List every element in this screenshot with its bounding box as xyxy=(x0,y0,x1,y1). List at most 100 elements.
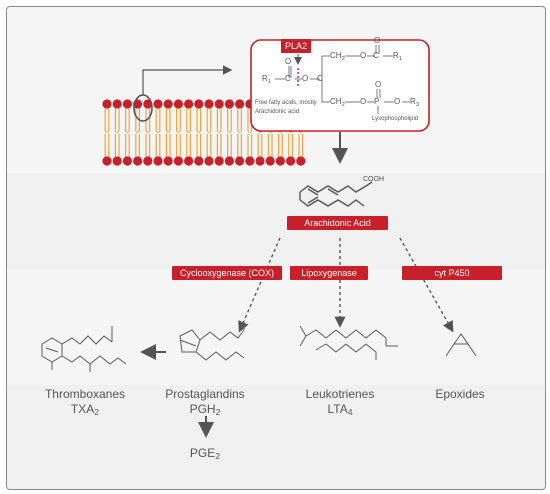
lipid-tail-bottom xyxy=(227,134,232,157)
arachidonic-band xyxy=(7,173,545,269)
lipid-tail-top xyxy=(227,108,232,131)
lipid-head-bottom xyxy=(153,156,163,166)
lipid-tail-wave xyxy=(104,130,304,133)
carbonyl-o-label: O xyxy=(285,57,292,66)
thromboxane-structure xyxy=(41,326,127,372)
lipid-head-bottom xyxy=(265,156,275,166)
leukotrienes-label: Leukotrienes xyxy=(305,387,375,401)
cyt-p450-label: cyt P450 xyxy=(402,266,502,280)
epoxides-label: Epoxides xyxy=(435,387,485,401)
lipid-head-top xyxy=(153,99,163,109)
branch-arrows xyxy=(238,237,454,333)
r1-label: R1 xyxy=(262,74,271,85)
lipid-head-bottom xyxy=(286,156,296,166)
o-phosphate-label: O xyxy=(375,80,382,89)
lipid-tail-top xyxy=(186,108,191,131)
free-fatty-acids-label: Free fatty acids, mostly xyxy=(255,100,317,106)
lipid-head-bottom xyxy=(184,156,194,166)
arachidonic-acid-structure xyxy=(299,181,373,207)
lipid-tail-bottom xyxy=(247,134,253,157)
lipid-head-top xyxy=(102,99,112,109)
lipid-head-top xyxy=(214,99,224,109)
lipid-tail-bottom xyxy=(145,134,151,157)
leukotriene-a4-structure xyxy=(299,325,398,360)
epoxide-structure xyxy=(445,333,477,357)
lipid-tail-top xyxy=(176,108,181,131)
o-top-label: O xyxy=(360,51,367,60)
ch2-bottom-label: CH2 xyxy=(330,97,345,108)
lipid-head-bottom xyxy=(102,156,112,166)
cyclooxygenase-label: Cyclooxygenase (COX) xyxy=(172,266,282,280)
lipid-head-top xyxy=(122,99,132,109)
lipid-head-top xyxy=(194,99,204,109)
arachidonic-acid-label: Arachidonic Acid xyxy=(287,216,388,230)
zoom-arrow xyxy=(142,65,233,95)
lipid-head-top xyxy=(112,99,122,109)
lipid-head-bottom xyxy=(235,156,245,166)
lipid-head-bottom xyxy=(255,156,265,166)
c-top-label: C xyxy=(373,51,379,60)
pge2-label: PGE2 xyxy=(189,446,221,461)
lipid-head-bottom xyxy=(214,156,224,166)
r1-right-label: R1 xyxy=(393,51,402,62)
lipid-head-top xyxy=(184,99,194,109)
lipoxygenase-label: Lipoxygenase xyxy=(290,266,368,280)
lipid-tail-bottom xyxy=(257,134,263,157)
ch2-top-label: CH2 xyxy=(330,51,345,62)
lipid-tail-top xyxy=(114,108,120,131)
lipid-head-bottom xyxy=(245,156,255,166)
lipid-tail-bottom xyxy=(125,134,130,157)
lipid-head-bottom xyxy=(275,156,285,166)
lipid-head-bottom xyxy=(143,156,153,166)
r3-label: R3 xyxy=(410,97,419,108)
lta4-label: LTA4 xyxy=(327,402,353,417)
glycerol-c-label: C xyxy=(317,74,323,83)
lipid-tail-bottom xyxy=(104,134,110,157)
lipid-tail-top xyxy=(237,108,242,131)
lipid-head-bottom xyxy=(173,156,183,166)
phospholipid-structure xyxy=(275,45,410,114)
lipid-tail-top xyxy=(155,108,161,131)
lipid-head-top xyxy=(224,99,234,109)
carbonyl-c-label: C xyxy=(285,74,291,83)
lipid-tail-bottom xyxy=(114,134,120,157)
lipid-tail-bottom xyxy=(298,134,304,157)
thromboxanes-label: Thromboxanes xyxy=(44,387,126,401)
p-label: P xyxy=(374,97,380,106)
lipid-tail-bottom xyxy=(278,134,283,157)
cooh-label: COOH xyxy=(363,176,384,183)
pla2-label: PLA2 xyxy=(281,39,311,53)
lipid-head-top xyxy=(204,99,214,109)
lipid-head-top xyxy=(173,99,183,109)
lipid-head-bottom xyxy=(112,156,122,166)
lipid-tail-bottom xyxy=(206,134,212,157)
lipid-tail-bottom xyxy=(196,134,202,157)
lipid-head-bottom xyxy=(296,156,306,166)
lipid-head-bottom xyxy=(194,156,204,166)
lipid-head-top xyxy=(235,99,245,109)
pgh2-label: PGH2 xyxy=(189,402,221,417)
o-bottom-label: O xyxy=(360,97,367,106)
products-band xyxy=(7,385,545,489)
lipid-tail-bottom xyxy=(288,134,293,157)
lipid-tail-bottom xyxy=(176,134,181,157)
o-ester-label: O xyxy=(394,97,401,106)
lipid-tail-top xyxy=(196,108,202,131)
lipid-head-bottom xyxy=(204,156,214,166)
prostaglandin-h2-structure xyxy=(179,322,245,361)
lipid-tail-top xyxy=(165,108,171,131)
lipid-tail-bottom xyxy=(135,134,140,157)
txa2-label: TXA2 xyxy=(70,402,100,417)
ester-o-label: O xyxy=(302,74,309,83)
lipid-head-bottom xyxy=(224,156,234,166)
prostaglandins-label: Prostaglandins xyxy=(165,387,245,401)
lipid-tail-bottom xyxy=(165,134,171,157)
lipid-tail-bottom xyxy=(216,134,222,157)
lipid-tail-bottom xyxy=(186,134,191,157)
lipid-tail-top xyxy=(206,108,212,131)
lipid-head-bottom xyxy=(122,156,132,166)
o-top-carbonyl-label: O xyxy=(374,36,381,45)
lipid-tail-top xyxy=(104,108,110,131)
lipid-head-bottom xyxy=(163,156,173,166)
lysophospholipid-label: Lysophospholipid xyxy=(372,116,419,122)
